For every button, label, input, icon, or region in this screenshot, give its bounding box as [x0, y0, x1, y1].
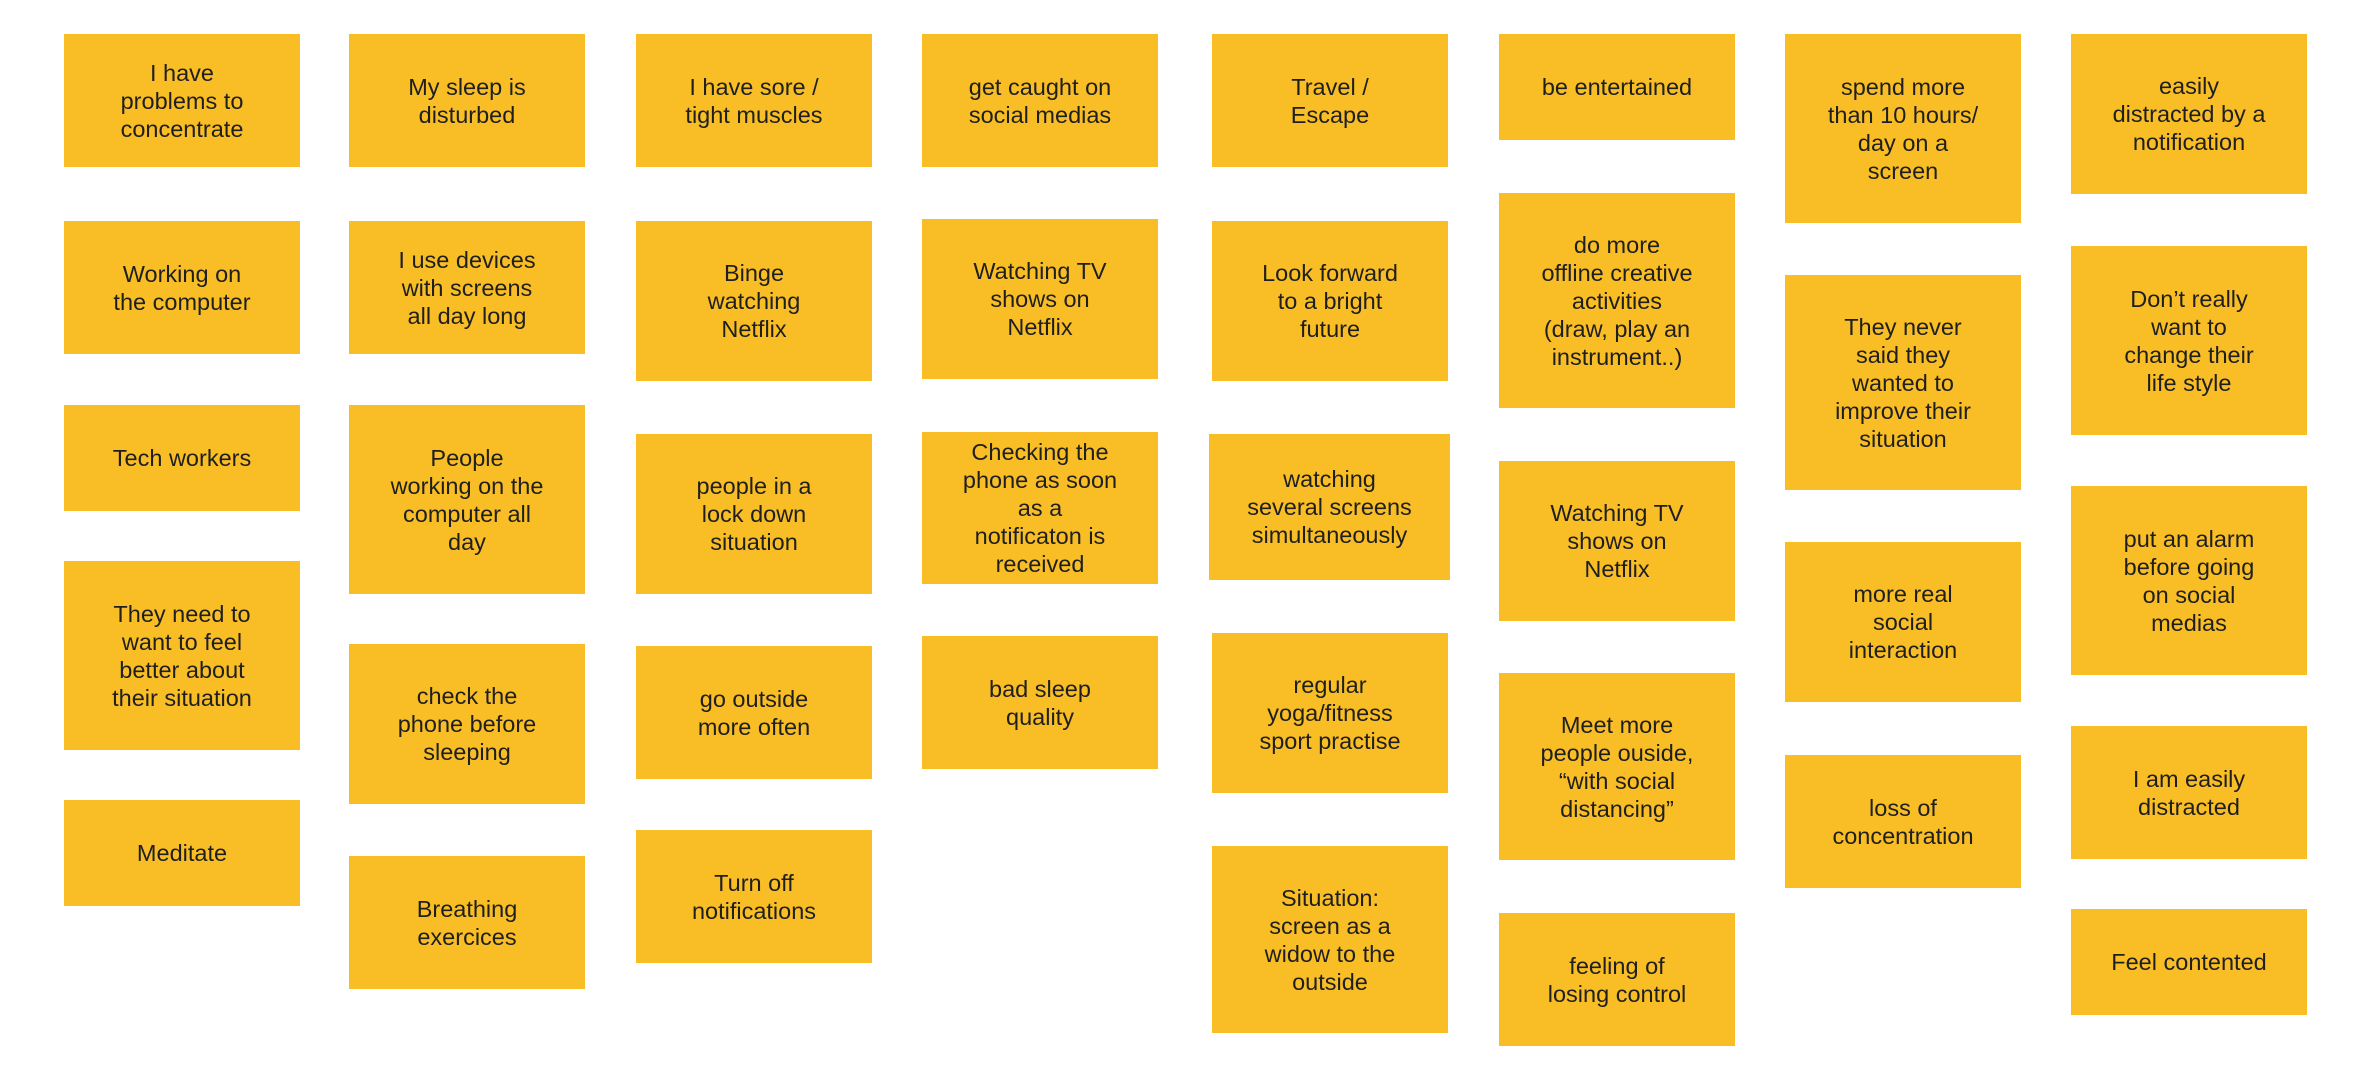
sticky-note: get caught on social medias: [922, 34, 1158, 167]
sticky-note: feeling of losing control: [1499, 913, 1735, 1046]
sticky-note: They need to want to feel better about t…: [64, 561, 300, 750]
sticky-note: Travel / Escape: [1212, 34, 1448, 167]
sticky-note: I have problems to concentrate: [64, 34, 300, 167]
sticky-note: Turn off notifications: [636, 830, 872, 963]
sticky-note: check the phone before sleeping: [349, 644, 585, 804]
sticky-note: Don’t really want to change their life s…: [2071, 246, 2307, 435]
sticky-note: Tech workers: [64, 405, 300, 511]
sticky-note: regular yoga/fitness sport practise: [1212, 633, 1448, 793]
sticky-note: Watching TV shows on Netflix: [922, 219, 1158, 379]
sticky-note: do more offline creative activities (dra…: [1499, 193, 1735, 408]
sticky-note: I am easily distracted: [2071, 726, 2307, 859]
sticky-note: My sleep is disturbed: [349, 34, 585, 167]
sticky-note: Look forward to a bright future: [1212, 221, 1448, 381]
sticky-note: go outside more often: [636, 646, 872, 779]
sticky-note: easily distracted by a notification: [2071, 34, 2307, 194]
sticky-note: I use devices with screens all day long: [349, 221, 585, 354]
sticky-note: watching several screens simultaneously: [1209, 434, 1450, 580]
sticky-note: bad sleep quality: [922, 636, 1158, 769]
sticky-note: more real social interaction: [1785, 542, 2021, 702]
sticky-note: Meditate: [64, 800, 300, 906]
sticky-note: Binge watching Netflix: [636, 221, 872, 381]
sticky-note: They never said they wanted to improve t…: [1785, 275, 2021, 490]
sticky-note: be entertained: [1499, 34, 1735, 140]
sticky-note: spend more than 10 hours/ day on a scree…: [1785, 34, 2021, 223]
sticky-note: people in a lock down situation: [636, 434, 872, 594]
sticky-note: put an alarm before going on social medi…: [2071, 486, 2307, 675]
sticky-note: Situation: screen as a widow to the outs…: [1212, 846, 1448, 1033]
sticky-note: Meet more people ouside, “with social di…: [1499, 673, 1735, 860]
sticky-note: I have sore / tight muscles: [636, 34, 872, 167]
sticky-note: Watching TV shows on Netflix: [1499, 461, 1735, 621]
sticky-note: loss of concentration: [1785, 755, 2021, 888]
sticky-note: Working on the computer: [64, 221, 300, 354]
sticky-note: People working on the computer all day: [349, 405, 585, 594]
sticky-note: Feel contented: [2071, 909, 2307, 1015]
sticky-note: Breathing exercices: [349, 856, 585, 989]
sticky-note: Checking the phone as soon as a notifica…: [922, 432, 1158, 584]
